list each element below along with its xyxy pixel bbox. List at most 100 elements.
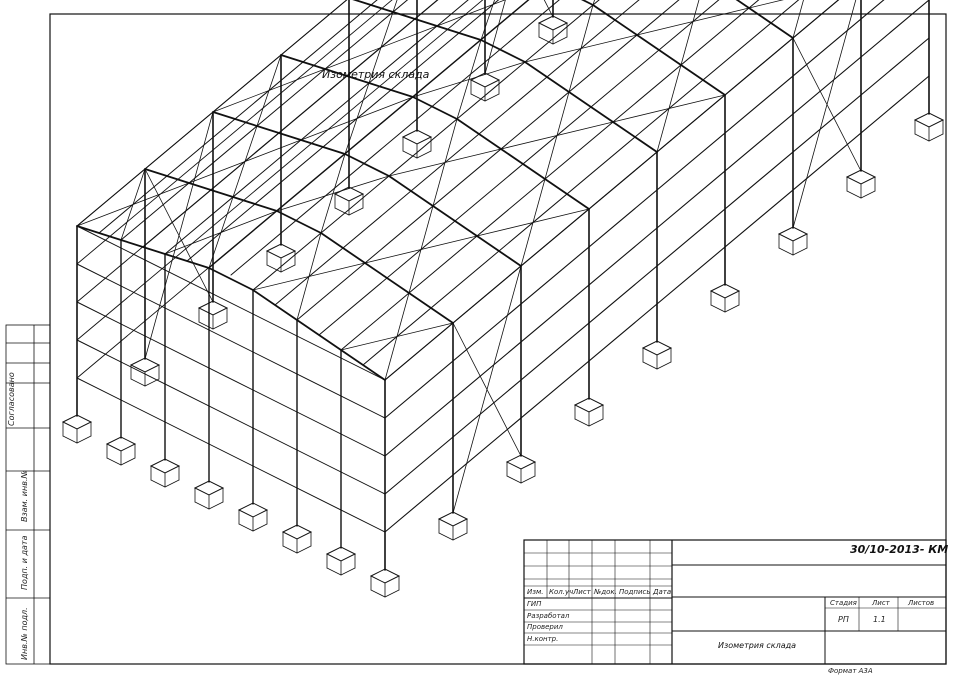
gable-girt (76, 263, 386, 419)
roof-brace (76, 182, 190, 227)
roof-brace (388, 148, 502, 177)
col-date: Дата (653, 588, 672, 596)
footing-edge (416, 150, 432, 159)
wall-brace (452, 322, 522, 457)
rafter (276, 210, 322, 234)
footing-edge (452, 532, 468, 541)
footing (237, 502, 269, 518)
roof-brace (748, 0, 784, 9)
footing-edge (280, 264, 296, 273)
footing (193, 480, 225, 496)
purlin (252, 0, 600, 291)
roof-brace (524, 34, 638, 63)
rafter (480, 39, 526, 63)
roof-brace (252, 262, 366, 291)
role-chief-engineer: ГИП (527, 600, 542, 608)
rafter (412, 96, 458, 120)
side-stamp-replaced-inv: Взам. инв.№ (20, 470, 29, 522)
roof-brace (636, 7, 750, 36)
footing-edge (164, 479, 180, 488)
role-developed: Разработал (527, 612, 570, 620)
roof-brace (476, 208, 590, 237)
footing-edge (334, 207, 350, 216)
footing-edge (370, 589, 386, 598)
roof-brace (212, 68, 326, 113)
document-code: 30/10-2013- КМ (850, 543, 949, 556)
footing-edge (194, 501, 210, 510)
purlin (120, 0, 409, 241)
footing (369, 568, 401, 584)
footing-edge (860, 190, 876, 199)
col-sheet: Лист (573, 588, 591, 596)
footing-edge (282, 545, 298, 554)
footing (265, 243, 297, 259)
drawing-title: Изометрия склада (322, 68, 430, 81)
roof-brace (188, 139, 302, 184)
footing-edge (588, 418, 604, 427)
footing (401, 129, 433, 145)
stage-value: РП (838, 615, 849, 624)
footing-edge (130, 378, 146, 387)
title-block-grid (523, 539, 947, 665)
col-change: Изм. (527, 588, 544, 596)
footing (845, 169, 877, 185)
purlin (186, 0, 500, 262)
purlin (230, 0, 560, 276)
footing (149, 458, 181, 474)
roof-brace (500, 121, 614, 150)
footing-edge (340, 567, 356, 576)
gable-girt (76, 339, 386, 495)
footing (641, 340, 673, 356)
wall-girt (384, 0, 930, 457)
footing (777, 226, 809, 242)
purlin (142, 0, 439, 248)
sheet-header: Лист (872, 599, 890, 607)
rafter (580, 0, 594, 6)
roof-brace (324, 25, 438, 70)
footing (197, 300, 229, 316)
purlin (98, 0, 378, 234)
footing-edge (914, 133, 930, 142)
isometric-steel-frame (61, 0, 945, 598)
purlin (76, 0, 348, 227)
footing-edge (62, 435, 78, 444)
footing (469, 72, 501, 88)
purlin (340, 0, 760, 351)
roof-brace (412, 61, 526, 98)
sheets-header: Листов (908, 599, 935, 607)
roof-brace (364, 235, 478, 264)
wall-girt (76, 0, 393, 265)
rafter (344, 153, 390, 177)
purlin (274, 0, 640, 306)
footing-edge (198, 321, 214, 330)
footing-edge (266, 264, 282, 273)
footing (61, 414, 93, 430)
col-signature: Подпись (619, 588, 651, 596)
footing-edge (238, 523, 254, 532)
role-checked: Проверил (527, 623, 563, 631)
roof-brace (612, 94, 726, 123)
footing-edge (438, 532, 454, 541)
footing (325, 546, 357, 562)
footing-edge (552, 36, 568, 45)
footing (333, 186, 365, 202)
footing-edge (348, 207, 364, 216)
side-stamp-sign-date: Подп. и дата (20, 535, 29, 591)
wall-brace (792, 37, 862, 172)
footing-edge (150, 479, 166, 488)
stage-header: Стадия (830, 599, 857, 607)
footing (505, 454, 537, 470)
footing-edge (574, 418, 590, 427)
footing-edge (520, 475, 536, 484)
footing-edge (538, 36, 554, 45)
footing (537, 15, 569, 31)
wall-brace (792, 0, 857, 229)
footing-edge (642, 361, 658, 370)
purlin (362, 0, 800, 366)
format-label: Формат А3А (828, 667, 873, 675)
roof-brace (392, 0, 398, 13)
roof-brace (164, 210, 278, 255)
footing-edge (252, 523, 268, 532)
